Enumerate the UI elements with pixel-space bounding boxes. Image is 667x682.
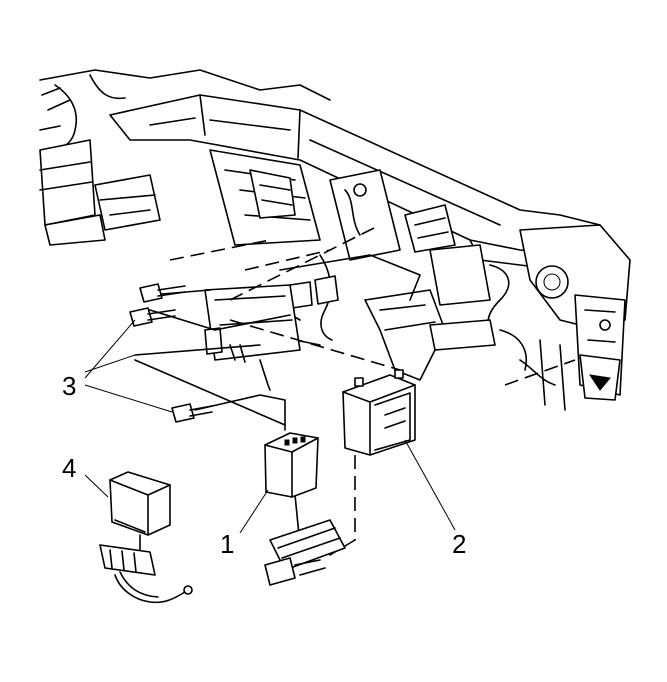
module-2 <box>342 369 416 456</box>
harness-connector-1 <box>264 519 346 586</box>
callout-2-label: 2 <box>452 529 466 559</box>
bolt-upper <box>139 283 186 303</box>
callout-4-label: 4 <box>62 453 76 483</box>
module-1 <box>264 432 319 498</box>
instrument-panel-carrier <box>39 69 631 411</box>
fastener-bolts <box>129 283 213 423</box>
callout-leaders <box>84 319 456 534</box>
bolt-lower <box>171 403 213 423</box>
callout-1-label: 1 <box>220 529 234 559</box>
bolt-middle <box>129 307 176 327</box>
callout-3-label: 3 <box>62 371 76 401</box>
harness-connector-4 <box>99 544 193 604</box>
module-4 <box>109 471 171 536</box>
